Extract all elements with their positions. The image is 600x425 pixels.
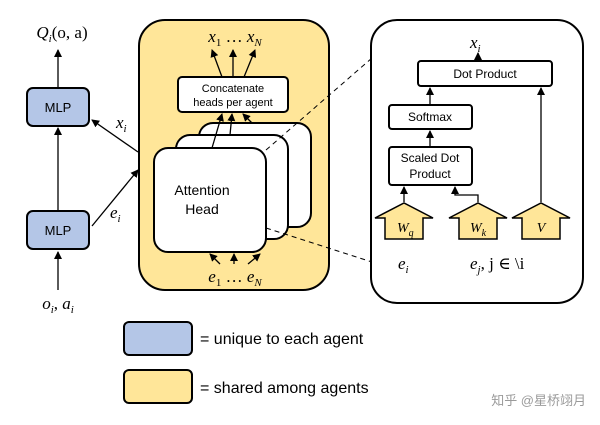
dot-product-label: Dot Product: [453, 67, 517, 81]
q-output-label: Qi(o, a): [36, 23, 87, 45]
left-column: Qi(o, a) MLP MLP oi, ai xi ei: [26, 23, 139, 316]
dot-product-box: [417, 60, 553, 87]
v-label: V: [537, 221, 547, 236]
attention-block: x1 … xN Concatenate heads per agent Atte…: [138, 19, 330, 291]
mlp-top-label: MLP: [45, 100, 72, 115]
softmax-label: Softmax: [408, 110, 452, 124]
mlp-top-box: [26, 87, 90, 127]
wk-label: Wk: [470, 221, 487, 239]
legend-label-unique: = unique to each agent: [200, 331, 364, 348]
softmax-box: [388, 104, 473, 130]
v-arrow-shape: [511, 202, 571, 240]
arrow-wk-to-scaled: [451, 186, 479, 202]
arrow-concat-out-right: [243, 49, 257, 78]
wk-arrow-shape: [448, 202, 508, 240]
attention-head-front: [153, 147, 267, 253]
arrow-head-to-concat-2: [227, 113, 236, 136]
arrow-input-to-head-3: [247, 253, 261, 265]
arrow-head-to-concat-1: [211, 113, 224, 149]
xi-label: xi: [115, 113, 127, 135]
mlp-bottom-box: [26, 210, 90, 250]
scaled-dot-product-line2: Product: [409, 167, 451, 181]
arrow-ei-to-attention: [91, 169, 139, 227]
wq-label: Wq: [397, 221, 414, 239]
scaled-dot-product-line1: Scaled Dot: [401, 151, 460, 165]
wq-arrow-shape: [374, 202, 434, 240]
zoom-line-bottom: [265, 227, 373, 263]
attention-detail-block: xi Dot Product Softmax Scaled Dot Produc…: [370, 19, 584, 304]
attention-head-line2: Head: [185, 201, 218, 217]
ei-label: ei: [110, 203, 121, 225]
concatenate-box: [177, 76, 289, 113]
arrow-concat-out-left: [210, 49, 223, 78]
detail-output-label: xi: [469, 33, 481, 55]
attention-input-label: e1 … eN: [208, 267, 262, 289]
attention-output-label: x1 … xN: [207, 27, 262, 49]
input-label: oi, ai: [42, 294, 74, 316]
arrow-head-to-concat-3: [242, 113, 253, 124]
watermark: 知乎 @星桥翊月: [491, 393, 586, 408]
mlp-bottom-label: MLP: [45, 223, 72, 238]
legend-swatch-shared: [123, 369, 193, 404]
arrow-xi-to-mlp: [91, 119, 139, 153]
arrow-input-to-head-1: [209, 253, 221, 265]
detail-ej-label: ej, j ∈ \i: [470, 254, 525, 276]
scaled-dot-product-box: [388, 146, 473, 186]
concatenate-line2: heads per agent: [193, 97, 273, 109]
legend-swatch-unique: [123, 321, 193, 356]
legend-label-shared: = shared among agents: [200, 380, 369, 397]
legend: = unique to each agent = shared among ag…: [123, 321, 369, 404]
detail-ei-label: ei: [398, 254, 409, 276]
concatenate-line1: Concatenate: [202, 83, 264, 95]
attention-head-line1: Attention: [174, 182, 229, 198]
